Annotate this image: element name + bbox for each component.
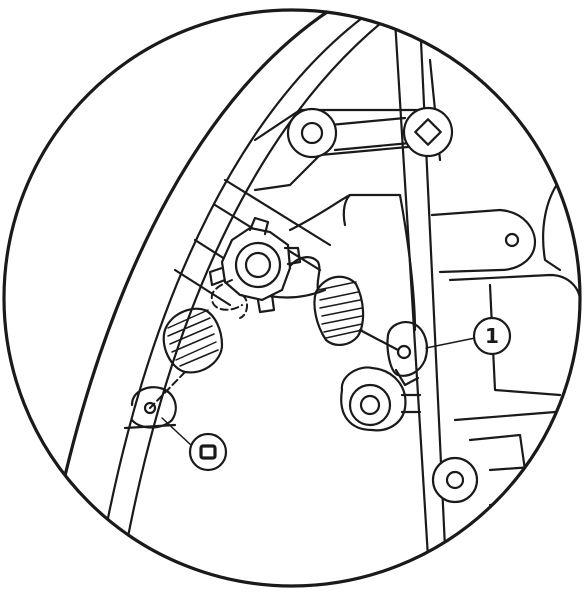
pivot-assembly (208, 216, 302, 314)
square-callout-icon (199, 444, 217, 460)
inner-plate (288, 193, 417, 332)
anchor-boss (123, 386, 177, 430)
leader-line-anchor (161, 417, 193, 447)
upper-bracket (253, 106, 454, 192)
spring-hook-boss (386, 321, 429, 387)
spring-alternate-position (149, 279, 248, 409)
tension-spring (288, 256, 400, 352)
center-boss (340, 366, 422, 432)
right-arm (430, 178, 580, 422)
housing-rim (53, 10, 394, 582)
callout-1-label: 1 (485, 324, 499, 348)
leader-line-1 (425, 337, 476, 349)
lower-bosses (431, 433, 580, 578)
callout-1: 1 (472, 316, 512, 356)
callout-anchor (188, 432, 228, 472)
frame-rail (393, 18, 449, 586)
